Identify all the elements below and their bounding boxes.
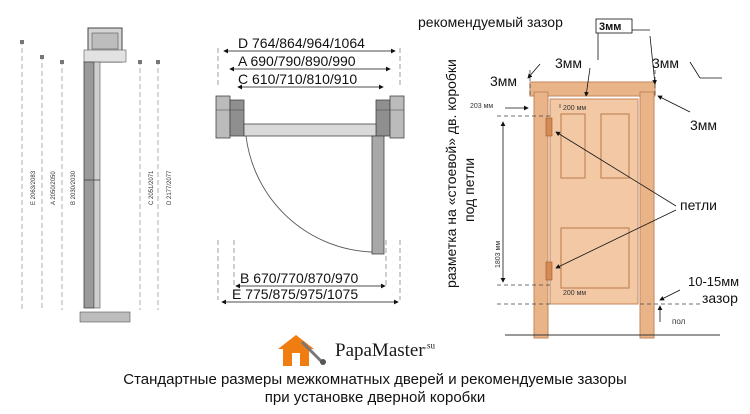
frame-head	[529, 81, 656, 97]
gap-3mm-label-left: 3мм	[490, 73, 517, 89]
gap-3mm-label-right: 3мм	[652, 55, 679, 71]
left-dimension-lines	[21, 40, 159, 310]
caption-line-2: при установке дверной коробки	[264, 389, 486, 406]
gap-3mm-label-far-right: 3мм	[690, 117, 717, 133]
label-1803mm: 1803 мм	[495, 241, 502, 268]
gap-3mm-box-top: 3мм	[595, 18, 633, 34]
floor-block	[79, 311, 131, 323]
bottom-gap-value: 10-15мм	[688, 274, 739, 289]
dim-b-height: B 2030/2030	[71, 170, 77, 205]
gap-3mm-label-mid: 3мм	[555, 55, 582, 71]
caption-line-1: Стандартные размеры межкомнатных дверей …	[123, 371, 627, 388]
jamb-right	[375, 99, 391, 137]
vertical-marking-text: разметка на «стоевой» дв. коробки	[443, 59, 459, 288]
door-leaf-open	[371, 135, 385, 255]
jamb-left	[215, 95, 231, 139]
dim-c-height: C 2051/2071	[149, 170, 155, 205]
gap-3mm-label-top: 3мм	[599, 21, 621, 33]
dim-c-width: C 610/710/810/910	[238, 71, 357, 87]
logo-wordmark: PapaMaster.su	[335, 340, 435, 362]
hinge-top	[545, 117, 553, 137]
floor-label: пол	[672, 317, 686, 326]
papamaster-logo-icon	[278, 335, 326, 366]
dim-d-width: D 764/864/964/1064	[238, 35, 365, 51]
door-leaf-closed	[243, 123, 377, 137]
label-203mm: 203 мм	[470, 103, 493, 110]
label-200mm-bottom: 200 мм	[563, 290, 586, 297]
door-leaf-side	[83, 61, 95, 309]
vertical-hinges-text: под петли	[461, 158, 477, 222]
hinges-label: петли	[680, 197, 717, 213]
label-200mm-top: 200 мм	[563, 105, 586, 112]
dim-b-width: B 670/770/870/970	[240, 270, 359, 286]
frame-jamb-right	[639, 91, 655, 339]
swing-arc	[245, 135, 373, 253]
bottom-gap-word: зазор	[702, 290, 738, 306]
hinge-bottom	[545, 261, 553, 281]
door-front-view: рекомендуемый зазор 3мм 3мм 3мм 3мм 3мм …	[418, 14, 739, 339]
dim-e-height: E 2063/2083	[31, 170, 37, 205]
frame-jamb-left	[533, 91, 549, 339]
recommended-gap-title: рекомендуемый зазор	[418, 14, 563, 30]
side-section-view: E 2063/2083 A 2050/2050 B 2030/2030 C 20…	[20, 27, 173, 323]
dim-d-height: D 2177/2077	[167, 170, 173, 205]
top-view: D 764/864/964/1064 A 690/790/890/990 C 6…	[215, 35, 405, 305]
dim-e-width: E 775/875/975/1075	[232, 286, 358, 302]
dim-a-height: A 2050/2050	[51, 171, 57, 205]
logo-name: PapaMaster	[335, 340, 425, 361]
logo-suffix: .su	[424, 340, 435, 351]
dim-a-width: A 690/790/890/990	[238, 53, 356, 69]
